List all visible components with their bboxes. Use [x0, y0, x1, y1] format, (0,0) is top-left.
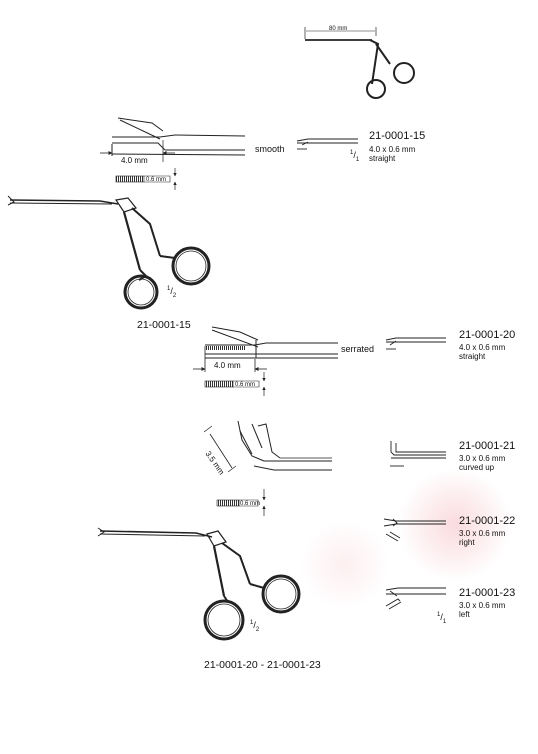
overview-instrument: [304, 27, 415, 99]
product-code: 21-0001-22: [459, 515, 516, 527]
tip-icon-left: [385, 587, 446, 610]
jaw-width-label: 0.6 mm: [235, 382, 256, 388]
smooth-jaw-detail: [100, 117, 246, 190]
product-size: 4.0 x 0.6 mm: [459, 343, 506, 352]
scale-ratio: 1/2: [167, 286, 177, 299]
product-variant: right: [459, 538, 475, 547]
surface-label: smooth: [255, 144, 285, 154]
surface-label: serrated: [341, 344, 375, 354]
instrument-2: [97, 527, 301, 641]
product-size: 3.0 x 0.6 mm: [459, 601, 506, 610]
product-variant: left: [459, 610, 470, 619]
product-code: 21-0001-20: [459, 329, 516, 341]
jaw-length-label: 4.0 mm: [214, 361, 241, 370]
tip-icon-right: [383, 518, 446, 542]
scale-ratio: 1/2: [250, 620, 260, 633]
product-variant: straight: [459, 352, 486, 361]
tip-icon-straight-serrated: [385, 337, 446, 350]
jaw-width-label: 0.6 mm: [240, 501, 261, 507]
serrated-jaw-detail: [193, 326, 338, 396]
angled-jaw-detail: [203, 420, 332, 516]
jaw-width-label: 0.6 mm: [146, 177, 167, 183]
instrument-caption: 21-0001-15: [137, 319, 191, 331]
scale-ratio: 1/1: [350, 150, 360, 163]
tip-icon-straight: [296, 138, 358, 150]
product-code: 21-0001-15: [369, 130, 426, 142]
product-variant: straight: [369, 154, 396, 163]
product-variant: curved up: [459, 463, 495, 472]
jaw-length-label: 4.0 mm: [121, 156, 148, 165]
product-size: 3.0 x 0.6 mm: [459, 454, 506, 463]
instrument-1: [7, 195, 211, 310]
scale-ratio: 1/1: [437, 612, 447, 625]
product-code: 21-0001-23: [459, 587, 516, 599]
product-code: 21-0001-21: [459, 440, 516, 452]
product-size: 4.0 x 0.6 mm: [369, 145, 416, 154]
product-size: 3.0 x 0.6 mm: [459, 529, 506, 538]
tip-icon-curved-up: [390, 441, 446, 467]
overview-scale-label: 80 mm: [329, 26, 348, 32]
instrument-caption: 21-0001-20 - 21-0001-23: [204, 659, 321, 671]
